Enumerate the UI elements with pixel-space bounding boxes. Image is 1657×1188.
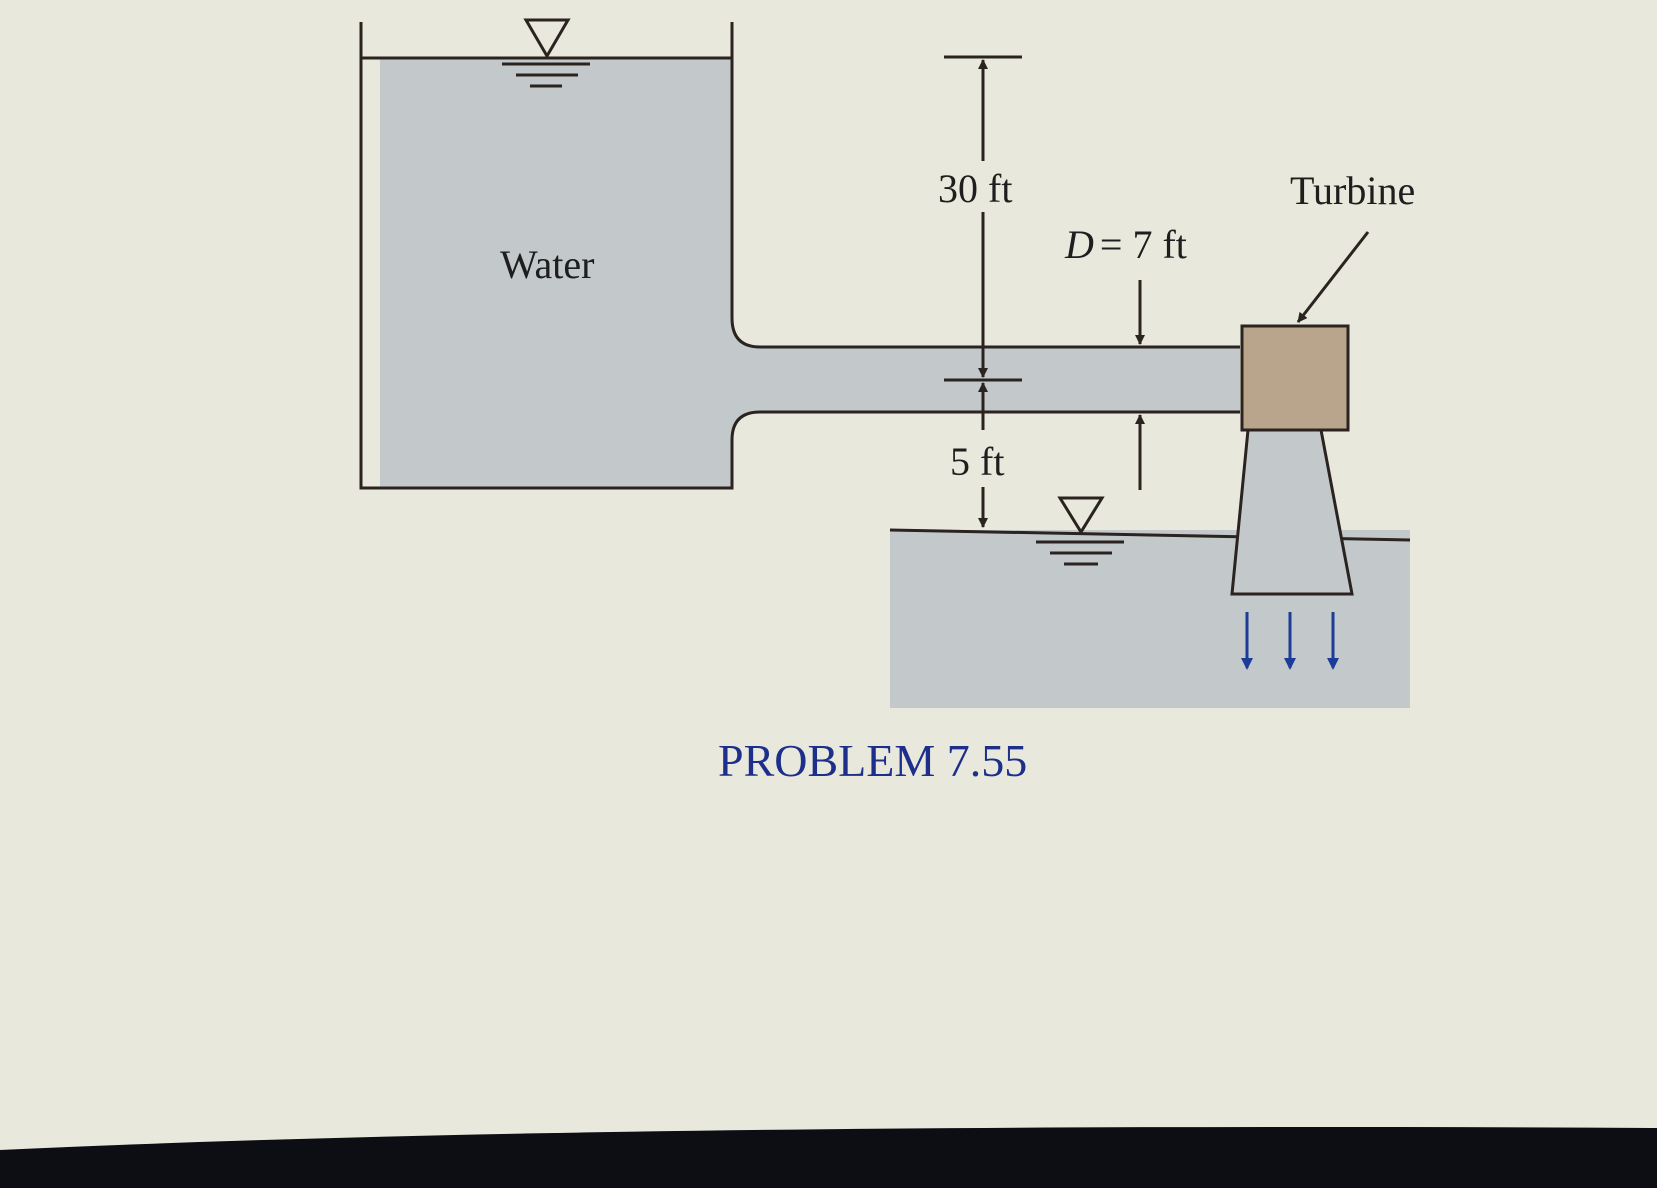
pipe-diameter-label: D= 7 ft	[1064, 222, 1187, 267]
upper-free-surface-icon	[502, 18, 590, 88]
turbine-pointer-arrow	[1296, 231, 1370, 323]
outflow-arrows	[1241, 612, 1339, 670]
height-30ft-dimension	[944, 55, 1022, 382]
height-lower-label: 5 ft	[950, 439, 1004, 484]
draft-tube	[1230, 428, 1354, 596]
upper-reservoir-wall-right	[730, 22, 1240, 349]
upper-reservoir-water	[364, 58, 1240, 488]
water-label: Water	[500, 242, 595, 287]
turbine-label: Turbine	[1290, 168, 1415, 213]
dark-bottom-band	[0, 1126, 1657, 1188]
lower-free-surface-icon	[1036, 496, 1124, 566]
upper-reservoir-wall	[359, 22, 1240, 490]
problem-caption: PROBLEM 7.55	[718, 735, 1027, 786]
height-upper-label: 30 ft	[938, 166, 1012, 211]
turbine-box	[1240, 324, 1350, 432]
